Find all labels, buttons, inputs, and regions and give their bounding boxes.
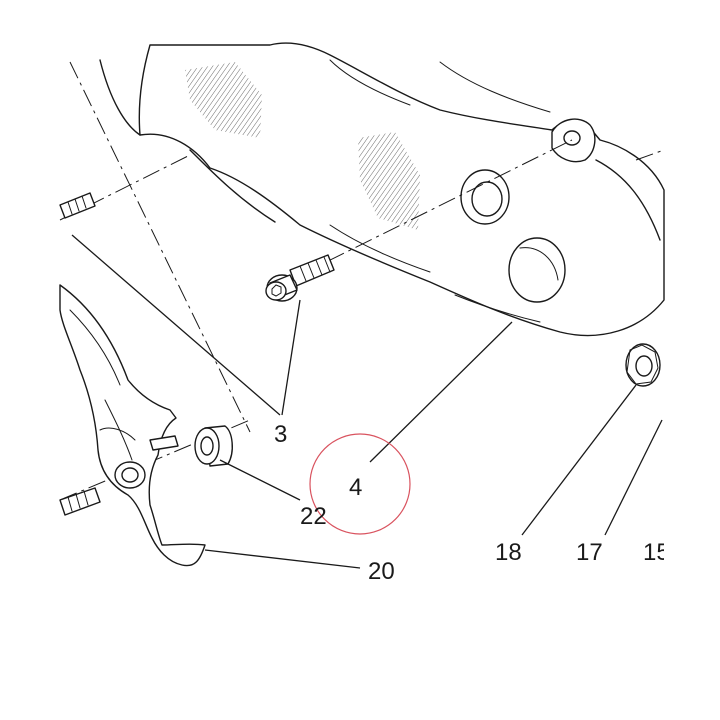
callout-20: 20 xyxy=(368,558,395,585)
casing-large-bore xyxy=(508,237,566,303)
highlight-circle xyxy=(309,433,411,535)
leader-20 xyxy=(204,549,361,569)
leader-4 xyxy=(369,321,513,463)
leader-18 xyxy=(521,384,637,536)
callout-17: 17 xyxy=(576,539,603,566)
bolt-upper-left xyxy=(59,192,96,219)
hatched-surface-middle xyxy=(358,132,420,230)
leader-3-upper xyxy=(71,234,281,416)
socket-head-bolt xyxy=(265,254,335,302)
bushing-sleeve xyxy=(194,425,233,467)
callout-15: 15 xyxy=(643,539,670,566)
callout-18: 18 xyxy=(495,539,522,566)
axis-line-diagonal xyxy=(69,61,251,433)
callout-3: 3 xyxy=(274,421,287,448)
leader-3-lower xyxy=(281,299,301,416)
axis-line-right-stub xyxy=(635,149,665,161)
leader-22 xyxy=(219,459,301,501)
leader-17 xyxy=(604,419,663,536)
callout-22: 22 xyxy=(300,503,327,530)
casing-mount-lug xyxy=(551,118,596,163)
hatched-surface-upper xyxy=(185,62,262,138)
pedal-lever xyxy=(59,284,206,567)
axis-line-mid-bolt xyxy=(299,139,573,276)
flange-nut xyxy=(625,343,661,387)
callout-4: 4 xyxy=(349,474,362,501)
bolt-lower-left xyxy=(59,487,101,516)
casing-bore-hole xyxy=(460,169,510,225)
